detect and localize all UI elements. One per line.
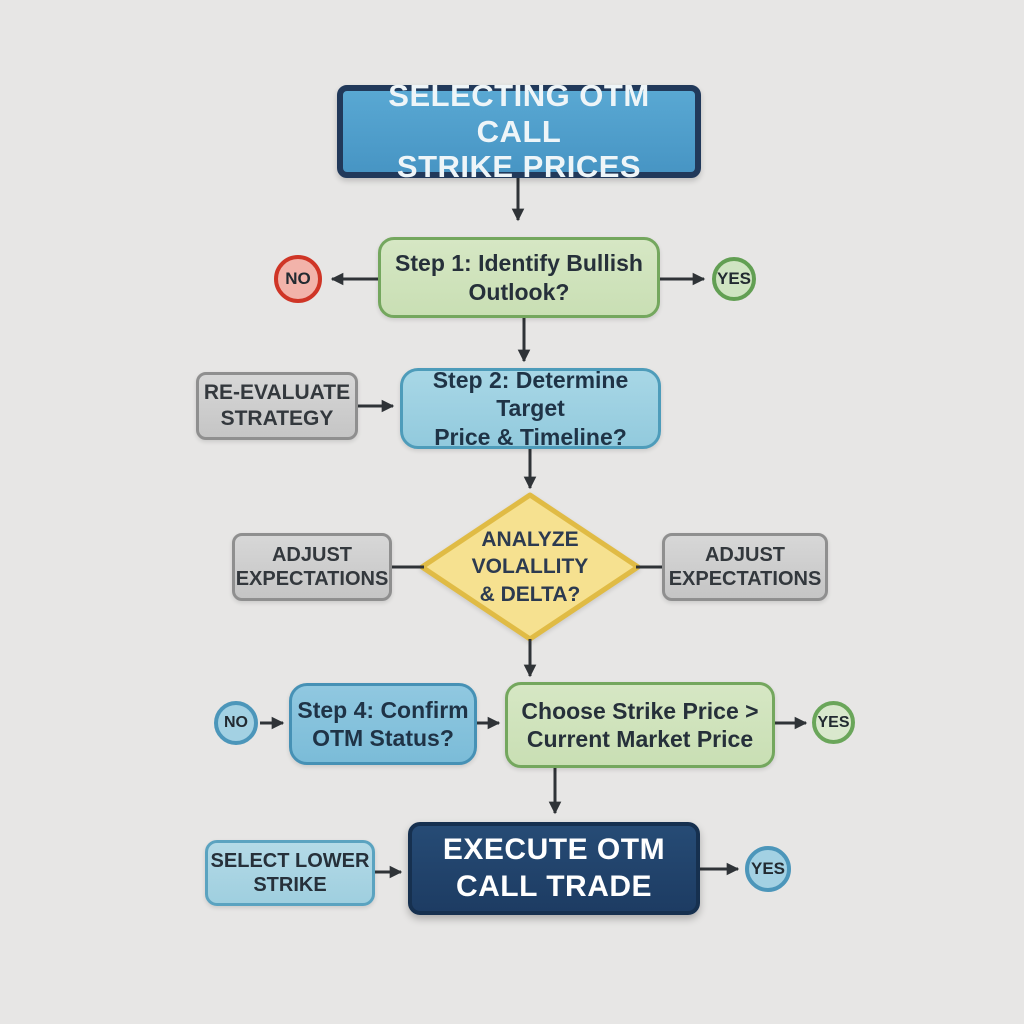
analyze-diamond-label: ANALYZE VOLALLITY & DELTA?: [471, 528, 589, 606]
adjust-expectations-right-box: ADJUST EXPECTATIONS: [662, 533, 828, 601]
no-circle-step1: NO: [274, 255, 322, 303]
choose-strike-box: Choose Strike Price > Current Market Pri…: [505, 682, 775, 768]
reevaluate-strategy-box: RE-EVALUATE STRATEGY: [196, 372, 358, 440]
yes-circle-step1: YES: [712, 257, 756, 301]
step1-box: Step 1: Identify Bullish Outlook?: [378, 237, 660, 318]
no-circle-step4: NO: [214, 701, 258, 745]
step4-box: Step 4: Confirm OTM Status?: [289, 683, 477, 765]
adjust-expectations-left-box: ADJUST EXPECTATIONS: [232, 533, 392, 601]
yes-circle-execute: YES: [745, 846, 791, 892]
execute-trade-box: EXECUTE OTM CALL TRADE: [408, 822, 700, 915]
title-box: SELECTING OTM CALL STRIKE PRICES: [337, 78, 701, 184]
select-lower-strike-box: SELECT LOWER STRIKE: [205, 840, 375, 906]
yes-circle-step4: YES: [812, 701, 855, 744]
step2-box: Step 2: Determine Target Price & Timelin…: [400, 367, 661, 450]
